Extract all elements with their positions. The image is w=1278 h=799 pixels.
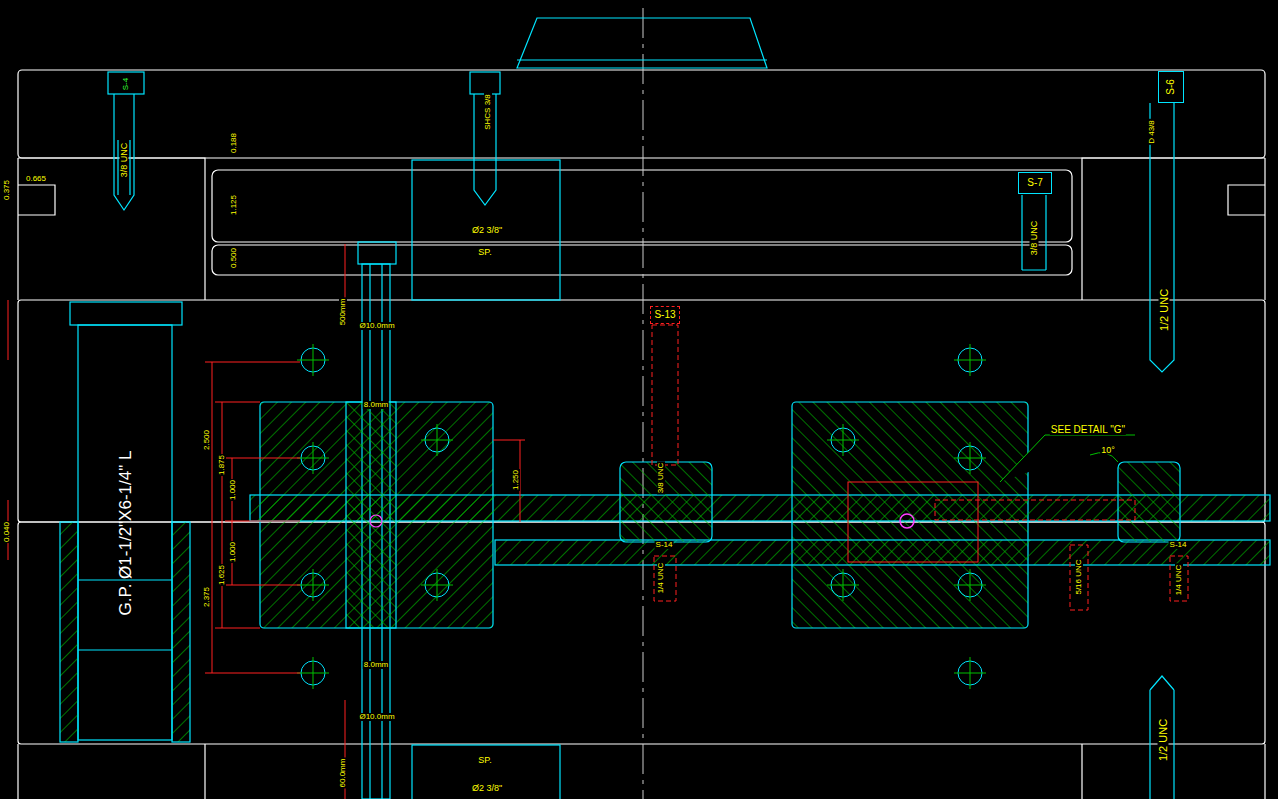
circle-crosses xyxy=(297,344,1135,689)
dimension-text: 1/4 UNC xyxy=(1175,564,1183,597)
dimension-text: 1/4 UNC xyxy=(657,562,665,595)
callout-text: Ø10.0mm xyxy=(358,713,395,721)
dimension-text: S-4 xyxy=(122,77,130,91)
dimension-text: D 43/8 xyxy=(1148,119,1156,145)
callout-text: Ø10.0mm xyxy=(358,322,395,330)
node-text: S-13 xyxy=(654,310,675,320)
mold-plates xyxy=(18,70,1265,799)
callout-text: 10° xyxy=(1100,446,1116,455)
dimension-text: 3/8 UNC xyxy=(657,462,665,495)
dimension-text: 0.040 xyxy=(3,521,11,543)
dimension-text: 0.500 xyxy=(230,247,238,269)
node-text: G.P. Ø1-1/2"X6-1/4" L xyxy=(117,450,134,615)
dimension-text: 500mm xyxy=(339,298,347,327)
dimension-text: 0.375 xyxy=(3,179,11,201)
callout-text: 0.665 xyxy=(25,175,47,183)
dimension-text: 1/2 UNC xyxy=(1158,718,1169,762)
callout-text: Ø2 3/8" xyxy=(471,226,503,235)
dimension-text: 1.125 xyxy=(230,194,238,216)
callout-text: Ø2 3/8" xyxy=(471,784,503,793)
callout-text: S-14 xyxy=(1169,541,1188,549)
ejector-mark xyxy=(370,515,382,527)
callout-text: S-14 xyxy=(655,541,674,549)
hatched-inserts xyxy=(60,402,1270,742)
dimension-text: 1.625 xyxy=(218,564,226,586)
dimension-text: 5/16 UNC xyxy=(1075,558,1083,595)
mold-components xyxy=(70,18,1174,799)
callout-text: SP. xyxy=(477,248,492,257)
dimension-text: 1.875 xyxy=(218,454,226,476)
dimension-text: 1.250 xyxy=(512,469,520,491)
node-text: S-6 xyxy=(1166,79,1176,95)
dimension-text: 0.188 xyxy=(230,132,238,154)
dimension-text: SHCS 3/8 xyxy=(484,93,492,131)
callout-text: 8.0mm xyxy=(363,401,389,409)
node-text: S-7 xyxy=(1027,178,1043,188)
dimension-text: 2.500 xyxy=(203,429,211,451)
callout-text: SP. xyxy=(477,756,492,765)
dimension-text: 2.375 xyxy=(203,586,211,608)
detail-mark xyxy=(900,514,914,528)
dimension-lines xyxy=(8,244,1188,799)
dimension-text: 1.000 xyxy=(229,541,237,563)
dimension-text: 1/2 UNC xyxy=(1159,288,1170,332)
dimension-text: 60.0mm xyxy=(339,758,347,789)
screw-circles xyxy=(301,348,982,685)
dimension-text: 3/8 UNC xyxy=(120,142,129,179)
callout-text: SEE DETAIL "G" xyxy=(1050,425,1126,435)
center-line xyxy=(643,8,644,799)
dimension-text: 3/8 UNC xyxy=(1030,220,1039,257)
screw-callout: S-13 xyxy=(650,306,680,324)
screw-callout: S-6 xyxy=(1158,71,1184,103)
callout-text: 8.0mm xyxy=(363,661,389,669)
guide-pin-label: G.P. Ø1-1/2"X6-1/4" L xyxy=(79,326,171,739)
screw-callout: S-7 xyxy=(1018,172,1052,194)
dimension-text: 1.000 xyxy=(229,479,237,501)
